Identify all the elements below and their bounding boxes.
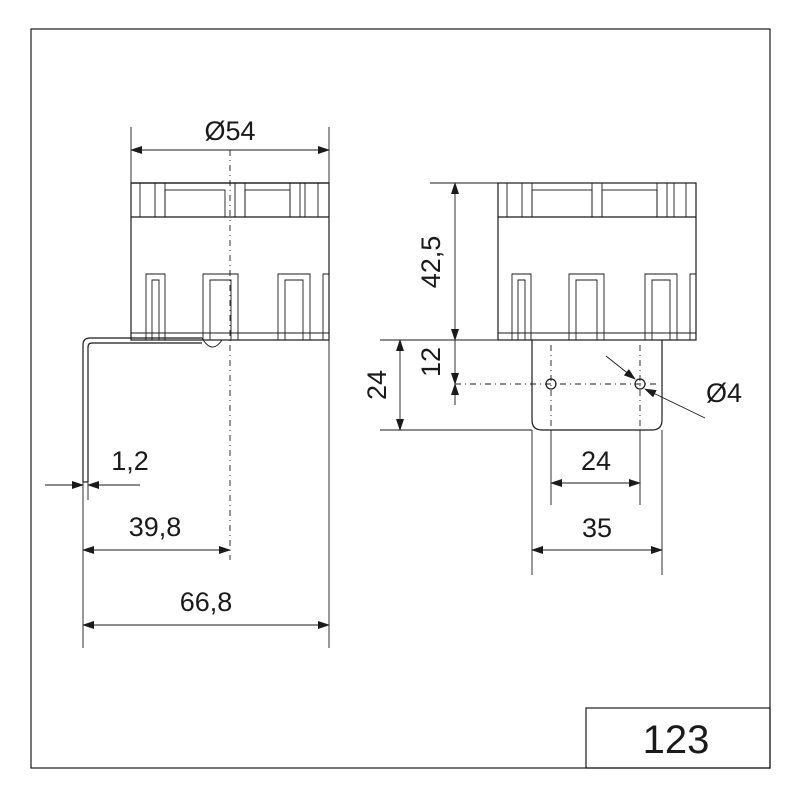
label-thickness-1-2: 1,2 [111, 446, 149, 476]
label-hole-offset-12: 12 [416, 347, 446, 377]
dim-depth-66-8: 66,8 [82, 340, 330, 648]
dim-bracket-height-24: 24 [362, 339, 532, 431]
dim-hole-spacing-24: 24 [550, 430, 641, 505]
dim-offset-39-8: 39,8 [82, 512, 231, 554]
dim-thickness-1-2: 1,2 [45, 446, 149, 648]
label-bracket-width-35: 35 [582, 513, 612, 543]
right-cap-body [497, 182, 697, 341]
label-hole-diameter-4: Ø4 [706, 378, 742, 408]
dim-bracket-width-35: 35 [531, 430, 663, 575]
right-bracket-plate [531, 339, 663, 431]
left-bracket [82, 337, 223, 483]
dim-hole-offset-12: 12 [380, 339, 532, 405]
drawing-number: 123 [643, 718, 710, 762]
label-diameter-54: Ø54 [204, 116, 255, 146]
dim-height-42-5: 42,5 [416, 182, 498, 341]
right-view: 42,5 12 24 Ø4 24 [362, 182, 742, 575]
drawing-frame [30, 28, 771, 769]
label-height-42-5: 42,5 [416, 236, 446, 289]
label-offset-39-8: 39,8 [129, 512, 182, 542]
title-block: 123 [585, 707, 771, 769]
left-view: Ø54 1,2 39,8 66,8 [45, 116, 330, 648]
dim-diameter-54: Ø54 [130, 116, 330, 183]
label-bracket-height-24: 24 [362, 370, 392, 400]
label-hole-spacing-24: 24 [581, 446, 611, 476]
label-depth-66-8: 66,8 [180, 587, 233, 617]
dim-hole-diameter-4: Ø4 [605, 355, 742, 419]
